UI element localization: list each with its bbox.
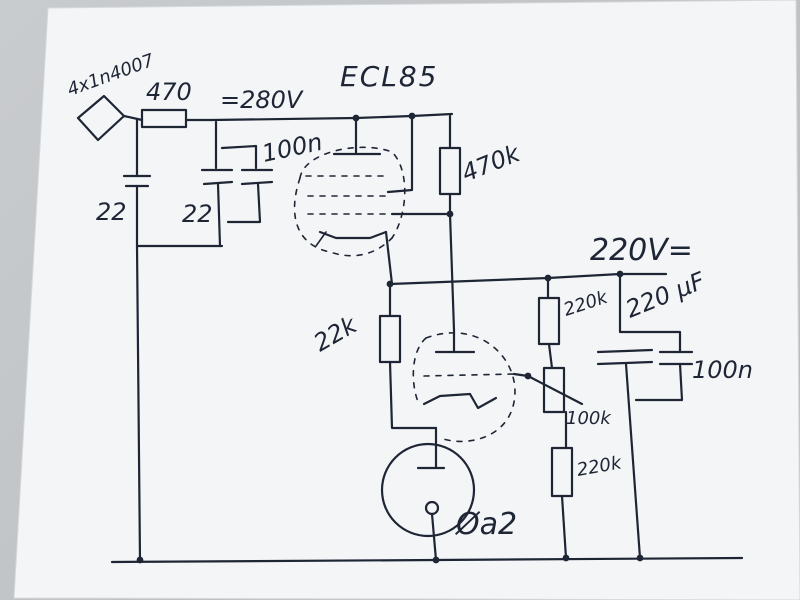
- meter-symbol: [380, 442, 476, 562]
- junction-dot: [408, 112, 416, 120]
- supply-high-label: =280V: [220, 86, 304, 114]
- anode-resistor-470k: [390, 114, 462, 332]
- filter-capacitor-1: [122, 118, 152, 248]
- junction-dot: [446, 210, 454, 218]
- decoupling-capacitor-2-label: 100n: [692, 356, 753, 384]
- hv-rail-wire: [210, 112, 454, 122]
- tube-type-label: ECL85: [340, 60, 438, 93]
- potentiometer-100k: [512, 366, 584, 450]
- series-resistor-label: 470: [146, 78, 192, 106]
- tube-lower-electrodes: [422, 328, 515, 470]
- potentiometer-label: 100k: [566, 408, 612, 429]
- grid-resistor-22k: [378, 282, 438, 430]
- decoupling-capacitor-1: [220, 144, 274, 224]
- tube-upper-envelope: [293, 146, 406, 257]
- junction-dot: [352, 114, 360, 122]
- supply-low-label: 220V=: [590, 233, 693, 268]
- filter-capacitor-3: [596, 272, 662, 560]
- filter-capacitor-2-label: 22: [182, 200, 213, 228]
- divider-resistor-bottom: [550, 446, 574, 560]
- tube-upper-electrodes: [305, 114, 414, 286]
- lv-rail-wire: [388, 272, 668, 286]
- divider-resistor-top: [537, 276, 561, 370]
- series-resistor-470: [122, 108, 214, 129]
- junction-dot: [136, 556, 144, 564]
- meter-label: Øa2: [454, 507, 517, 542]
- left-return-wire: [135, 244, 142, 562]
- filter-capacitor-1-label: 22: [96, 198, 127, 226]
- filter-capacitor-2: [200, 120, 234, 248]
- tube-lower-envelope: [412, 332, 516, 443]
- paper-sheet: [13, 0, 800, 600]
- decoupling-capacitor-2: [634, 330, 694, 402]
